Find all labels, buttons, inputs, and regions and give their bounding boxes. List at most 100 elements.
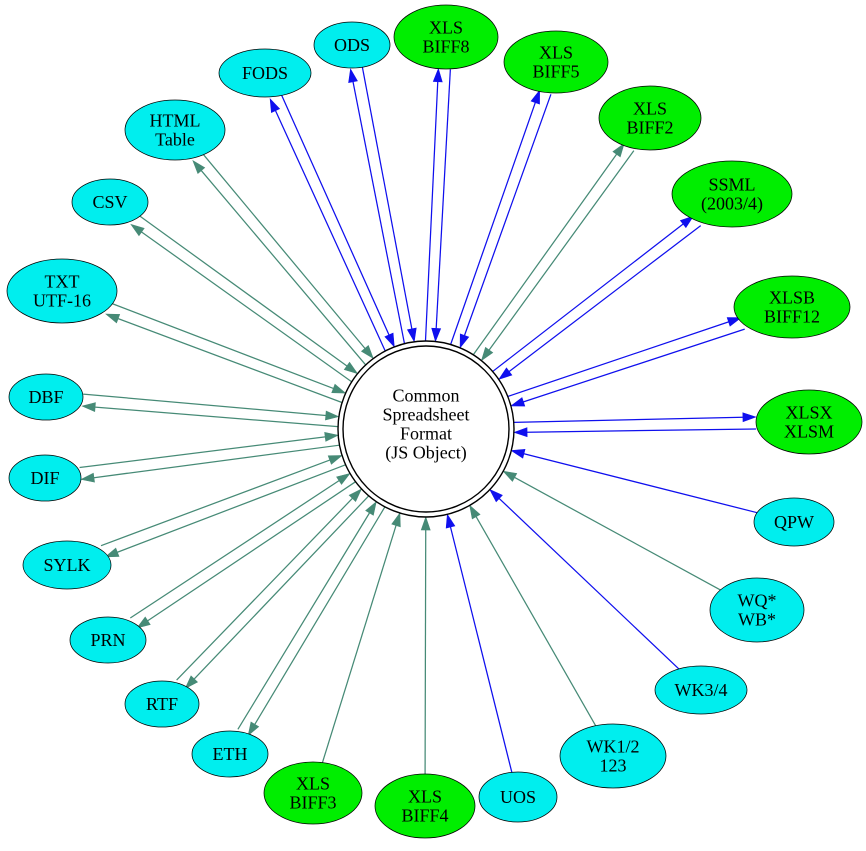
edge-write-xls-biff2: [472, 153, 618, 356]
edge-read-xlsx-arrowhead: [513, 427, 528, 438]
node-qpw: [753, 497, 835, 547]
edge-read-qpw: [523, 453, 758, 514]
edge-read-prn: [129, 480, 340, 619]
edge-read-wq-wb: [514, 476, 721, 591]
edge-read-txt-utf16: [109, 302, 334, 390]
node-xls-biff8: [393, 4, 499, 70]
edge-read-rtf-arrowhead: [348, 488, 363, 503]
edge-write-csv: [141, 231, 352, 383]
edge-write-ods-arrowhead: [348, 68, 358, 83]
edge-write-sylk: [117, 464, 346, 553]
edge-write-dbf-arrowhead: [81, 402, 96, 413]
node-sylk-label: SYLK: [43, 555, 90, 575]
edge-read-xls-biff5-arrowhead: [459, 333, 470, 349]
edge-write-rtf: [193, 495, 370, 680]
edge-read-fods-arrowhead: [384, 332, 395, 348]
edge-read-dbf: [83, 393, 326, 417]
node-dbf: [8, 373, 84, 421]
node-xls-biff2: [598, 85, 702, 151]
edge-read-wk34-arrowhead: [489, 488, 503, 503]
edge-read-xls-biff3-arrowhead: [391, 512, 401, 528]
center-node-inner-circle: [342, 345, 510, 513]
node-xls-biff3: [263, 761, 363, 825]
edge-write-csv-arrowhead: [130, 223, 145, 237]
edge-read-prn-arrowhead: [336, 472, 351, 485]
edge-read-xls-biff8-arrowhead: [431, 327, 442, 343]
edge-read-ssml-arrowhead: [498, 367, 513, 380]
edge-read-xls-biff3: [321, 525, 397, 763]
node-ssml: [671, 160, 793, 228]
node-prn-label: PRN: [90, 630, 125, 650]
node-xls-biff5: [503, 30, 609, 94]
edge-write-xls-biff8: [424, 81, 439, 341]
edge-write-xlsx-arrowhead: [742, 412, 757, 423]
edge-read-wk12-123-arrowhead: [469, 504, 481, 520]
edge-read-html-table-arrowhead: [360, 345, 374, 360]
node-csv: [71, 178, 149, 226]
edge-write-xls-biff8-arrowhead: [432, 67, 443, 83]
edge-write-prn: [147, 481, 356, 622]
node-fods-label: FODS: [242, 63, 288, 83]
edge-read-wq-wb-arrowhead: [502, 470, 518, 482]
node-rtf: [124, 680, 200, 728]
edge-write-html-table: [200, 170, 367, 366]
node-csv-label: CSV: [92, 192, 127, 212]
node-xls-biff4: [374, 773, 476, 839]
edge-write-xlsx: [513, 416, 743, 424]
edge-read-uos-arrowhead: [445, 513, 456, 529]
edge-write-eth-arrowhead: [247, 721, 260, 737]
node-eth-label: ETH: [213, 744, 248, 764]
node-prn: [69, 616, 147, 664]
edge-read-ods-arrowhead: [406, 327, 417, 343]
node-rtf-label: RTF: [146, 694, 178, 714]
edge-write-eth: [254, 506, 386, 725]
node-wq-wb-label: WQ*WB*: [738, 591, 777, 630]
edge-read-wk34: [498, 498, 680, 670]
node-wk34: [654, 665, 748, 715]
edge-read-html-table: [201, 152, 366, 349]
edge-read-xls-biff4: [424, 529, 427, 775]
edge-write-dbf: [95, 406, 338, 428]
edge-write-sylk-arrowhead: [104, 547, 120, 558]
node-fods: [218, 48, 312, 98]
edge-read-dbf-arrowhead: [325, 410, 340, 421]
edge-write-rtf-arrowhead: [184, 675, 199, 690]
edge-read-eth-arrowhead: [365, 500, 377, 516]
edge-read-fods: [280, 93, 390, 336]
edge-read-xls-biff2-arrowhead: [480, 346, 494, 362]
edge-write-dif-arrowhead: [80, 472, 95, 483]
edge-write-prn-arrowhead: [136, 616, 151, 629]
edge-write-xls-biff2-arrowhead: [612, 142, 625, 158]
edge-read-xlsb-arrowhead: [510, 397, 526, 407]
edge-write-xlsb: [507, 321, 729, 398]
edge-read-dif-arrowhead: [324, 432, 339, 442]
edge-write-xlsb-arrowhead: [726, 317, 742, 327]
edge-write-xls-biff5: [450, 102, 536, 345]
node-ods-label: ODS: [334, 35, 370, 55]
edge-write-fods: [274, 110, 386, 352]
edge-read-sylk-arrowhead: [327, 455, 343, 465]
node-uos-label: UOS: [500, 787, 536, 807]
edge-read-xls-biff8: [435, 69, 451, 329]
edge-read-xls-biff2: [488, 150, 635, 351]
edge-read-uos: [449, 526, 513, 773]
node-uos: [478, 771, 558, 823]
node-wq-wb: [709, 577, 805, 643]
edge-read-qpw-arrowhead: [510, 449, 526, 459]
edge-read-xls-biff5: [463, 94, 552, 336]
node-dif: [8, 454, 82, 502]
node-txt-utf16: [6, 258, 118, 324]
node-qpw-label: QPW: [774, 512, 814, 532]
edge-read-eth: [237, 512, 371, 730]
node-wk12-123: [559, 723, 667, 789]
node-eth: [191, 730, 269, 778]
